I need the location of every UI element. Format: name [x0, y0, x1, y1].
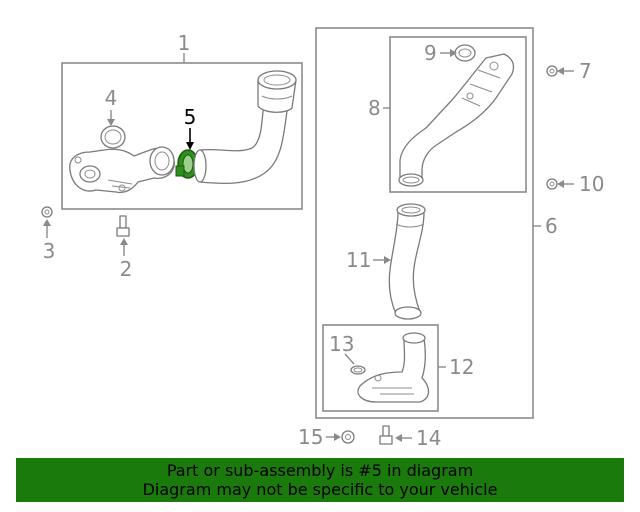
coolant-hose	[193, 70, 297, 185]
callout-12[interactable]: 12	[449, 355, 474, 379]
part-4-seal[interactable]	[100, 125, 126, 149]
part-3-nut[interactable]	[41, 206, 53, 218]
part-10-nut[interactable]	[546, 178, 558, 190]
callout-1[interactable]: 1	[178, 31, 191, 55]
part-7-nut[interactable]	[546, 65, 558, 77]
part-13-o-ring[interactable]	[350, 365, 366, 375]
part-5-clamp-highlighted[interactable]	[175, 149, 199, 179]
callout-11[interactable]: 11	[346, 248, 371, 272]
callout-15[interactable]: 15	[298, 425, 323, 449]
part-info-banner: Part or sub-assembly is #5 in diagram Di…	[16, 458, 624, 502]
sub-assembly-8-box	[389, 36, 527, 193]
callout-4[interactable]: 4	[105, 86, 118, 110]
callout-6[interactable]: 6	[545, 214, 558, 238]
banner-line-part-number: Part or sub-assembly is #5 in diagram	[166, 461, 474, 480]
part-2-bolt[interactable]	[116, 215, 130, 237]
callout-8[interactable]: 8	[368, 96, 381, 120]
callout-2[interactable]: 2	[120, 257, 133, 281]
callout-13[interactable]: 13	[329, 332, 354, 356]
part-8-pipe	[398, 53, 515, 187]
assembly-1-box	[61, 62, 303, 210]
part-12-elbow	[357, 332, 430, 403]
callout-9[interactable]: 9	[424, 41, 437, 65]
callout-10[interactable]: 10	[579, 172, 604, 196]
part-9-seal[interactable]	[454, 44, 476, 62]
outlet-flange-pipe	[69, 146, 175, 194]
part-15-nut[interactable]	[341, 430, 355, 444]
sub-assembly-12-box	[322, 324, 439, 412]
banner-line-disclaimer: Diagram may not be specific to your vehi…	[142, 480, 498, 499]
callout-5[interactable]: 5	[184, 105, 197, 129]
callout-7[interactable]: 7	[579, 59, 592, 83]
callout-14[interactable]: 14	[416, 426, 441, 450]
part-11-hose	[388, 203, 426, 320]
exploded-parts-diagram: 1 4 5 3	[41, 27, 604, 450]
part-14-bolt[interactable]	[379, 425, 393, 445]
assembly-6-box	[315, 27, 534, 419]
callout-3[interactable]: 3	[43, 239, 56, 263]
